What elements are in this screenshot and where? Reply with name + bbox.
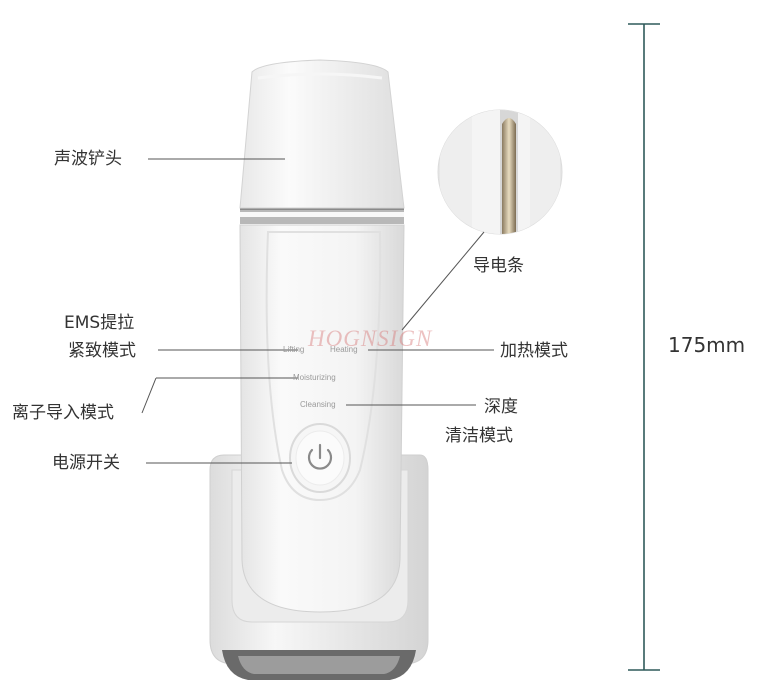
device-text-lifting: Lifting <box>283 345 305 354</box>
label-deep-line1: 深度 <box>484 397 518 417</box>
watermark: HOGNSIGN <box>308 326 433 351</box>
label-ems-line1: EMS提拉 <box>64 313 135 333</box>
dimension-indicator <box>628 23 660 671</box>
device-body <box>239 224 405 613</box>
label-ems-line2: 紧致模式 <box>68 341 136 361</box>
sonic-blade-head <box>239 59 405 209</box>
power-icon <box>307 448 333 470</box>
device-text-moisturizing: Moisturizing <box>293 373 336 382</box>
dimension-label: 175mm <box>668 333 746 357</box>
label-conductive-strip: 导电条 <box>473 256 524 276</box>
device-text-heating: Heating <box>330 345 358 354</box>
label-ion-mode: 离子导入模式 <box>12 403 114 423</box>
label-power-switch: 电源开关 <box>52 453 120 473</box>
label-heating-mode: 加热模式 <box>500 341 568 361</box>
label-sonic-blade: 声波铲头 <box>54 149 122 169</box>
device-text-cleansing: Cleansing <box>300 400 336 409</box>
label-deep-line2: 清洁模式 <box>445 426 513 446</box>
